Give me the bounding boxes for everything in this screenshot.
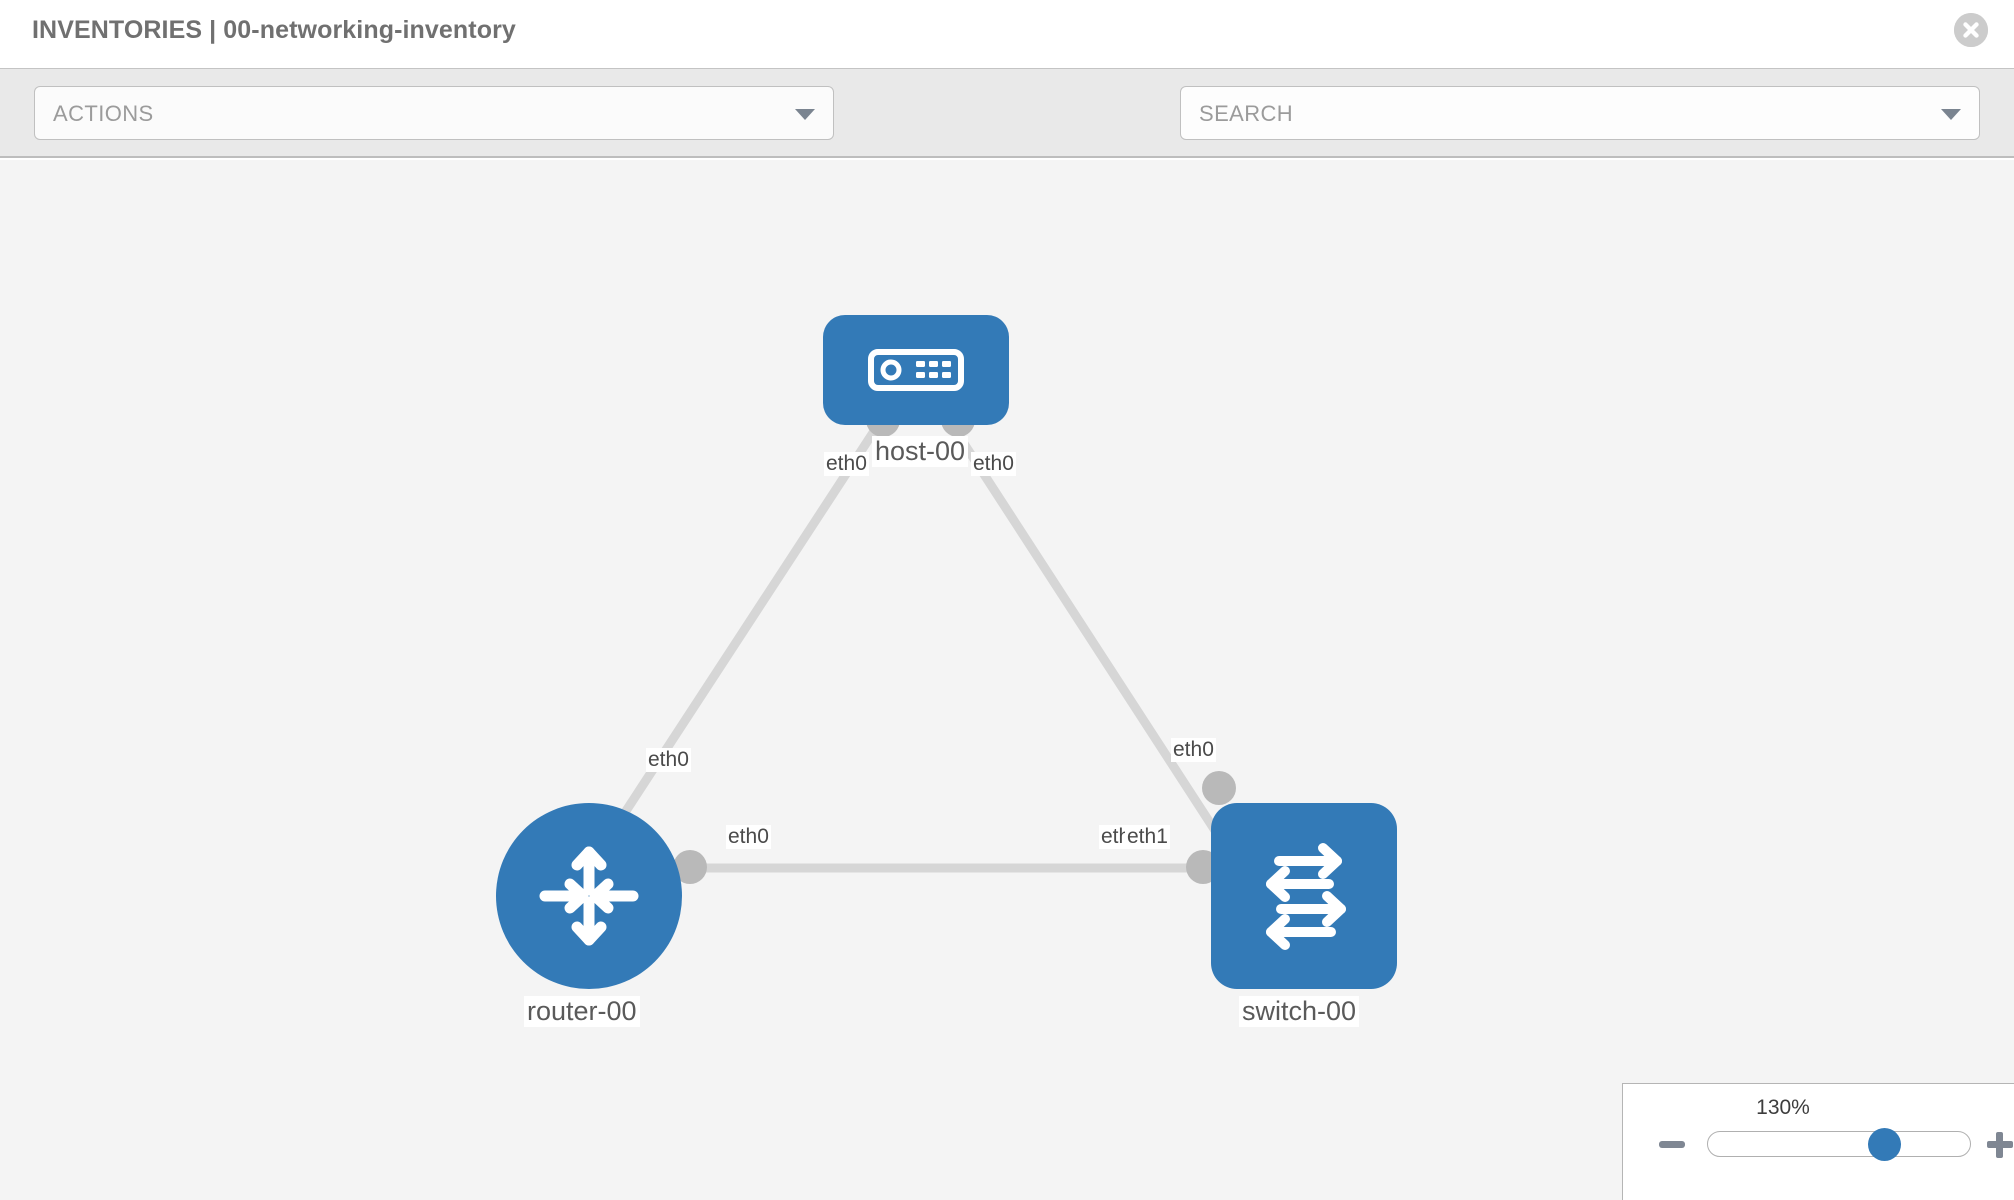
toolbar: ACTIONS SEARC bbox=[0, 68, 2014, 201]
node-switch-00-label: switch-00 bbox=[1239, 996, 1360, 1027]
chevron-down-icon bbox=[795, 109, 815, 120]
topology-graph: host-00 bbox=[0, 160, 2014, 1200]
minus-icon[interactable] bbox=[1659, 1141, 1685, 1148]
node-host-00[interactable] bbox=[823, 315, 1009, 425]
zoom-slider[interactable] bbox=[1707, 1128, 1971, 1161]
close-icon[interactable] bbox=[1954, 13, 1988, 47]
actions-dropdown[interactable]: ACTIONS bbox=[34, 86, 834, 140]
node-router-00-shape[interactable] bbox=[496, 803, 682, 989]
node-host-00-shape[interactable] bbox=[823, 315, 1009, 425]
topology-canvas[interactable]: host-00 bbox=[0, 160, 2014, 1200]
node-router-00-label: router-00 bbox=[524, 996, 640, 1027]
node-switch-00-shape[interactable] bbox=[1211, 803, 1397, 989]
search-placeholder: SEARCH bbox=[1199, 101, 1294, 126]
node-router-00[interactable] bbox=[496, 803, 682, 989]
node-host-00-label: host-00 bbox=[872, 436, 969, 467]
link-host-switch bbox=[945, 417, 1221, 837]
page-title: INVENTORIES | 00-networking-inventory bbox=[32, 16, 516, 44]
link-label-switch-uplink: eth0 bbox=[1171, 738, 1216, 762]
chevron-down-icon bbox=[1941, 109, 1961, 120]
switch-arrows-icon bbox=[1266, 843, 1346, 950]
link-label-router-trunk: eth0 bbox=[726, 825, 771, 849]
link-label-switch-trunk-eth1: eth1 bbox=[1125, 825, 1170, 849]
zoom-slider-thumb[interactable] bbox=[1868, 1128, 1901, 1161]
zoom-percent-label: 130% bbox=[1756, 1096, 1810, 1119]
zoom-control-panel: 130% bbox=[1622, 1083, 2014, 1200]
search-input[interactable]: SEARCH bbox=[1180, 86, 1980, 140]
link-label-router-uplink: eth0 bbox=[646, 748, 691, 772]
link-label-host-left: eth0 bbox=[824, 452, 869, 476]
node-switch-00[interactable] bbox=[1211, 803, 1397, 989]
router-arrows-icon bbox=[539, 846, 639, 946]
link-label-host-right: eth0 bbox=[971, 452, 1016, 476]
link-router-host bbox=[602, 417, 885, 845]
server-appliance-icon bbox=[868, 349, 964, 391]
plus-icon-vertical bbox=[1996, 1132, 2003, 1158]
actions-dropdown-label: ACTIONS bbox=[53, 101, 154, 126]
page-header: INVENTORIES | 00-networking-inventory bbox=[0, 0, 2014, 68]
connector-switch-top[interactable] bbox=[1202, 771, 1236, 805]
